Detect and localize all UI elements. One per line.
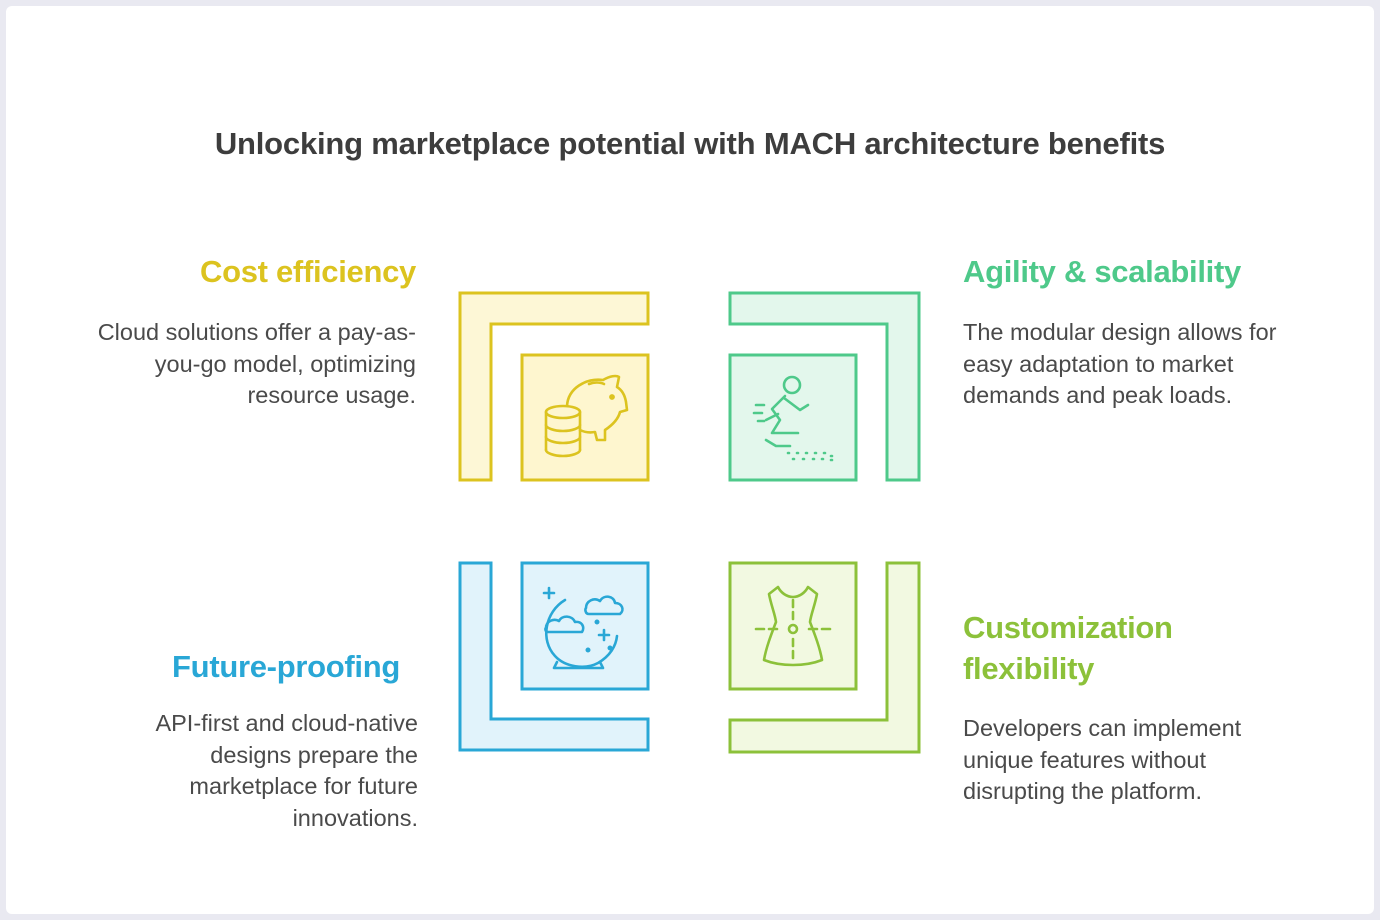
future-proofing-description: API-first and cloud-native designs prepa… [40, 708, 418, 834]
cost-efficiency-frame [458, 291, 650, 482]
cost-efficiency-quadrant [458, 291, 650, 482]
description-line: marketplace for future [189, 773, 418, 799]
agility-scalability-icon-box [728, 353, 858, 482]
description-line: The modular design allows for [963, 319, 1277, 345]
cost-efficiency-heading: Cost efficiency [199, 254, 416, 289]
crystal-ball-icon [542, 586, 624, 670]
cost-efficiency-description: Cloud solutions offer a pay-as- you-go m… [40, 317, 416, 412]
description-line: disrupting the platform. [963, 778, 1203, 804]
description-line: unique features without [963, 746, 1206, 773]
agility-scalability-quadrant [728, 291, 921, 482]
agility-scalability-description: The modular design allows for easy adapt… [963, 317, 1343, 412]
diagram-background [6, 6, 1374, 914]
diagram-title: Unlocking marketplace potential with MAC… [214, 126, 1166, 161]
description-line: Developers can implement [963, 715, 1242, 741]
heading-line: flexibility [963, 651, 1095, 686]
future-proofing-frame [458, 561, 650, 752]
description-line: easy adaptation to market [963, 350, 1234, 377]
dress-form-icon [754, 585, 832, 667]
description-line: you-go model, optimizing [154, 350, 416, 377]
future-proofing-icon-box [520, 561, 650, 691]
piggy-bank-coins-icon [544, 374, 629, 458]
running-figure-icon [752, 375, 834, 462]
cost-efficiency-icon-box [520, 353, 650, 482]
customization-flexibility-quadrant [728, 561, 921, 754]
agility-scalability-heading: Agility & scalability [963, 254, 1241, 289]
description-line: demands and peak loads. [963, 382, 1233, 408]
description-line: resource usage. [247, 382, 416, 408]
description-line: innovations. [292, 804, 418, 831]
future-proofing-heading: Future-proofing [172, 649, 400, 684]
future-proofing-quadrant [458, 561, 650, 752]
description-line: designs prepare the [210, 741, 418, 768]
customization-flexibility-frame [728, 561, 921, 754]
description-line: API-first and cloud-native [155, 710, 418, 736]
customization-flexibility-description: Developers can implement unique features… [963, 713, 1343, 808]
description-line: Cloud solutions offer a pay-as- [97, 319, 416, 345]
customization-flexibility-heading: Customization flexibility [963, 607, 1343, 689]
agility-scalability-frame [728, 291, 921, 482]
heading-line: Customization [963, 610, 1173, 645]
